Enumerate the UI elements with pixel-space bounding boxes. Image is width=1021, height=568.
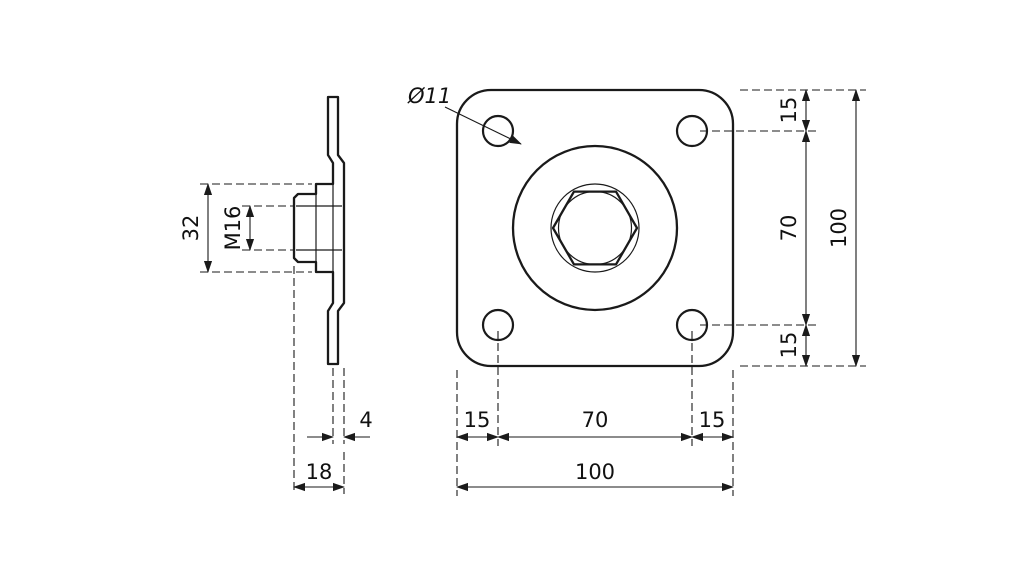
dim-nut-height: 32: [179, 183, 312, 273]
dim-label-dia11: Ø11: [407, 84, 451, 108]
dim-label-m16: M16: [221, 206, 245, 251]
callout-hole-diameter: Ø11: [407, 84, 522, 145]
hole-bottom-left: [481, 308, 515, 342]
dim-label-4: 4: [359, 408, 372, 432]
dim-label-70-vert: 70: [777, 215, 801, 242]
dim-label-70-horiz: 70: [582, 408, 609, 432]
dim-label-32: 32: [179, 215, 203, 242]
dim-thread: M16: [221, 205, 294, 251]
nut-circumscribed-circle: [550, 183, 640, 273]
hex-nut: [551, 190, 639, 266]
dim-total-depth: 18: [293, 266, 345, 494]
side-view: [292, 95, 346, 366]
leader-line: [444, 106, 522, 145]
dims-front-horizontal: 15 70 15 100: [456, 331, 734, 496]
dim-plate-thickness: 4: [307, 368, 373, 444]
nut-chamfer-circle: [557, 190, 633, 266]
boss-circle: [511, 144, 679, 312]
dim-label-15-left: 15: [464, 408, 491, 432]
dim-label-100-horiz: 100: [575, 460, 615, 484]
front-view: [455, 88, 735, 368]
dim-label-15-right: 15: [699, 408, 726, 432]
side-profile-outline: [292, 95, 346, 366]
dim-label-15-bottom: 15: [777, 332, 801, 359]
plate-outline: [455, 88, 735, 368]
dim-label-18: 18: [306, 460, 333, 484]
dims-front-vertical: 15 70 15 100: [700, 89, 866, 367]
dim-label-15-top: 15: [777, 97, 801, 124]
hole-top-left: [481, 114, 515, 148]
dim-label-100-vert: 100: [827, 208, 851, 248]
